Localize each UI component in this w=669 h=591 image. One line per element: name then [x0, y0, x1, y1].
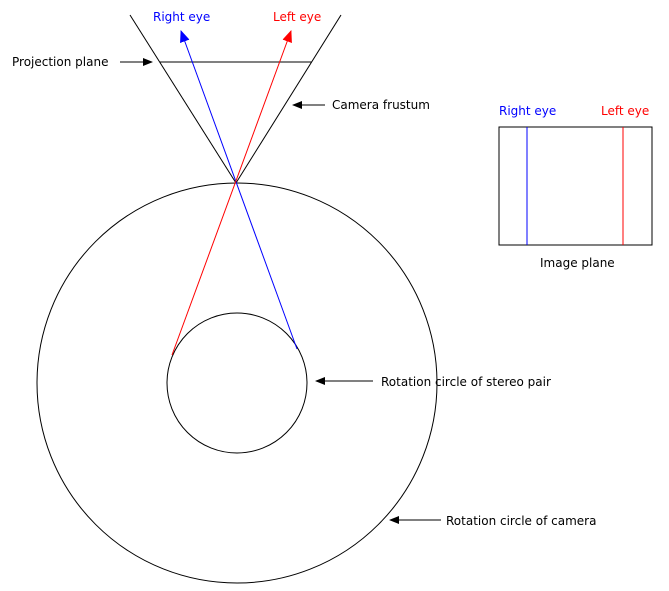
right-eye-label-top: Right eye	[153, 10, 210, 24]
frustum-left-edge	[129, 14, 237, 184]
projection-plane-label: Projection plane	[12, 55, 108, 69]
frustum-right-edge	[235, 14, 342, 184]
image-plane-label: Image plane	[540, 256, 615, 270]
image-plane-box	[498, 126, 653, 246]
camera-rotation-circle	[36, 182, 438, 584]
rotation-camera-label: Rotation circle of camera	[446, 514, 596, 528]
stereo-rotation-circle	[166, 312, 308, 454]
left-eye-ray	[171, 30, 292, 356]
camera-frustum-label: Camera frustum	[332, 98, 430, 112]
rotation-stereo-label: Rotation circle of stereo pair	[381, 375, 551, 389]
right-eye-label-panel: Right eye	[499, 104, 556, 118]
left-eye-label-panel: Left eye	[601, 104, 649, 118]
left-eye-label-top: Left eye	[273, 10, 321, 24]
right-eye-ray	[180, 30, 298, 350]
